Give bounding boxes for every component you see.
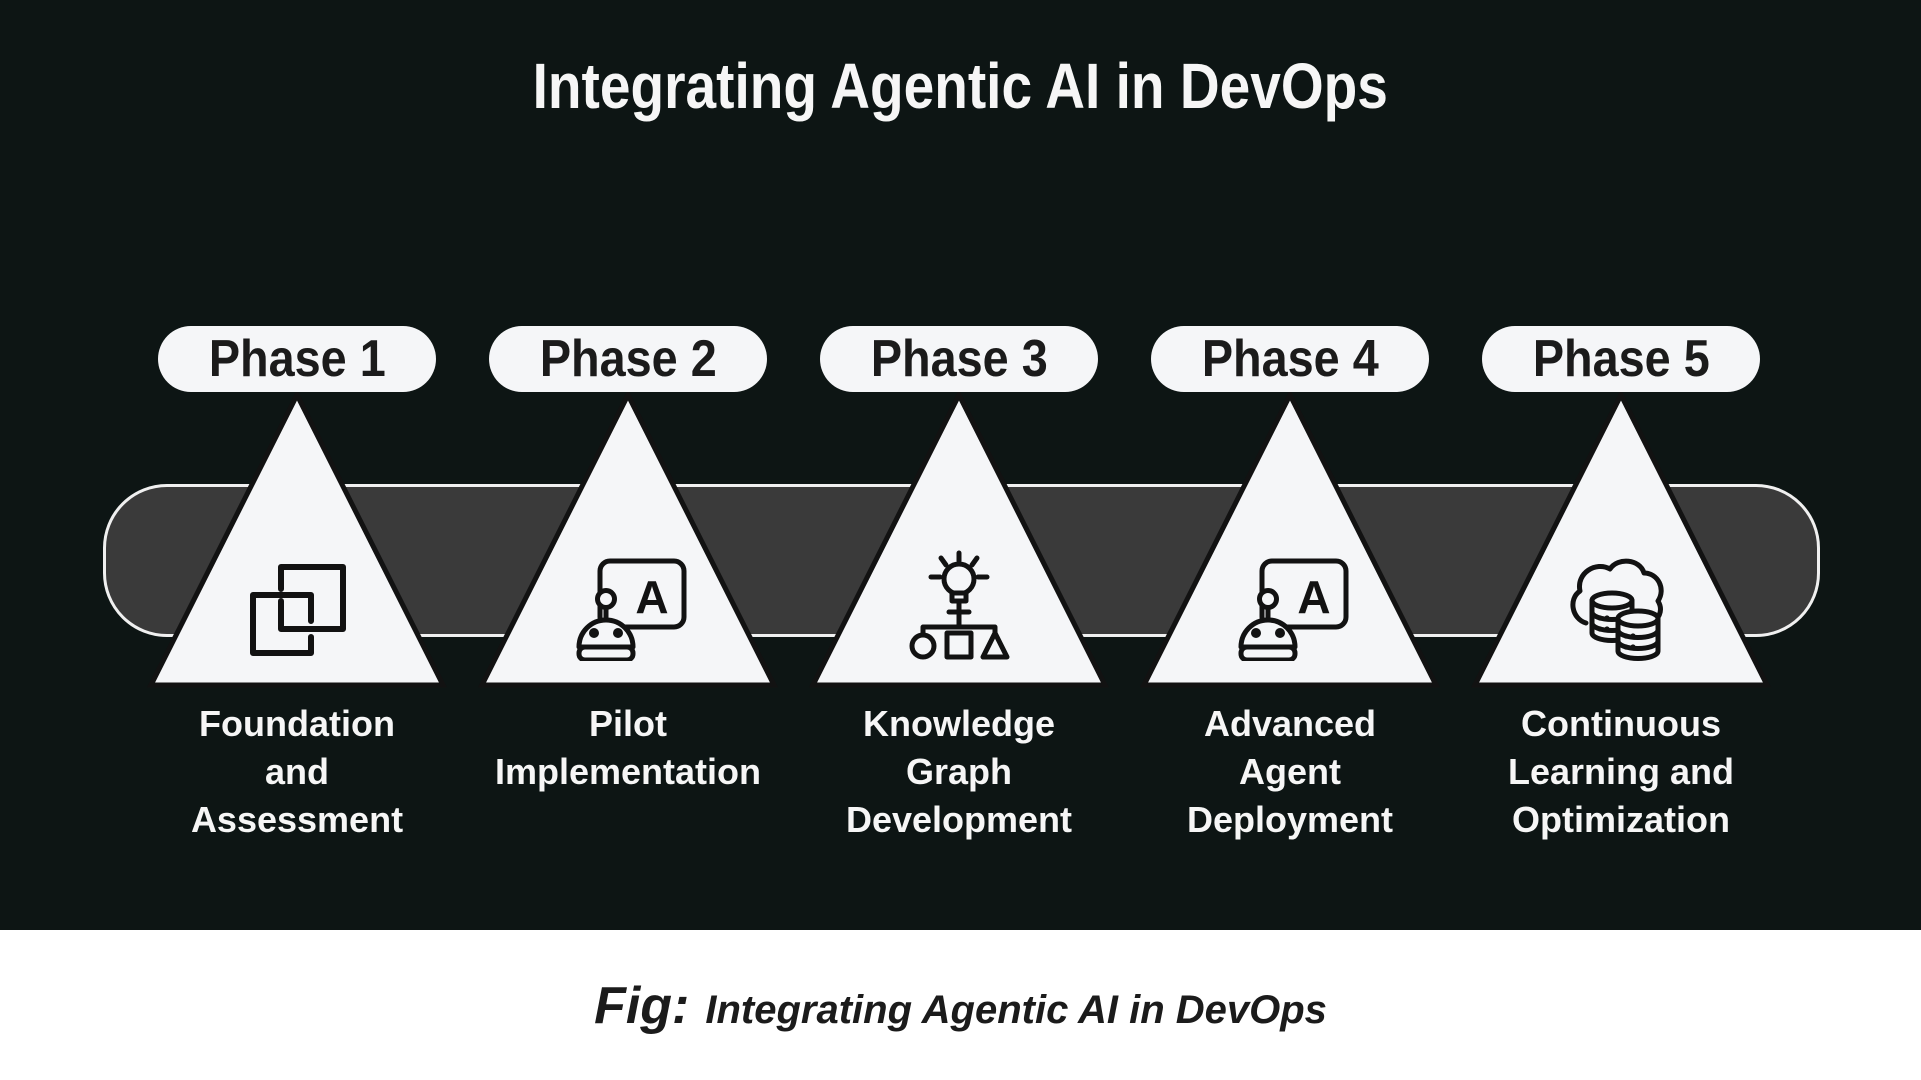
caption-prefix: Fig: [594,977,690,1035]
triangle-shape [147,392,447,688]
triangle-shape [1471,392,1771,688]
triangle-shape [478,392,778,688]
phase-column-2: Phase 2 A Pilot Implementation [478,326,778,796]
phase-4-badge: Phase 4 [1151,326,1429,392]
phase-column-3: Phase 3 [809,326,1109,844]
phase-5-badge: Phase 5 [1482,326,1760,392]
phase-3-triangle [809,392,1109,688]
robot-screen-icon: A [1228,555,1352,666]
idea-taxonomy-icon [903,549,1015,666]
overlapping-squares-icon [245,557,349,666]
phase-3-label: Knowledge Graph Development [845,703,1073,840]
phase-5-triangle [1471,392,1771,688]
phase-column-1: Phase 1 Foundation and Assessment [147,326,447,844]
robot-screen-icon: A [566,555,690,666]
phase-1-label: Foundation and Assessment [190,703,404,840]
svg-text:A: A [635,571,668,623]
phase-1-badge: Phase 1 [158,326,436,392]
triangle-shape [1140,392,1440,688]
figure-footer: Fig: Integrating Agentic AI in DevOps [0,930,1921,1080]
phase-4-triangle: A [1140,392,1440,688]
phase-3-badge: Phase 3 [820,326,1098,392]
phase-column-5: Phase 5 [1471,326,1771,844]
triangle-shape [809,392,1109,688]
phase-2-badge: Phase 2 [489,326,767,392]
phase-column-4: Phase 4 A Advanced Agent [1140,326,1440,844]
phase-2-triangle: A [478,392,778,688]
phase-1-triangle [147,392,447,688]
page-title: Integrating Agentic AI in DevOps [532,50,1389,122]
figure-caption: Fig: Integrating Agentic AI in DevOps [0,930,1921,1036]
svg-text:A: A [1297,571,1330,623]
caption-text: Integrating Agentic AI in DevOps [705,988,1327,1032]
cloud-databases-icon [1562,549,1680,666]
phase-4-label: Advanced Agent Deployment [1186,703,1394,840]
phase-5-label: Continuous Learning and Optimization [1507,703,1735,840]
phase-2-label: Pilot Implementation [494,703,762,792]
